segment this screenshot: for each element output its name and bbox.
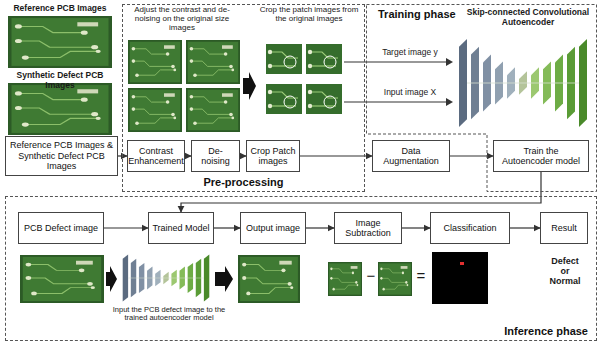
defect-pcb-image [8, 83, 112, 135]
patch-image [266, 44, 302, 74]
process-box: Classification [430, 212, 510, 244]
arrow-label: Target image y [372, 48, 448, 58]
box-label: Contrast Enhancement [128, 146, 184, 167]
process-box: Crop Patch images [246, 140, 300, 172]
data-arrow [344, 101, 446, 102]
flow-arrow [306, 227, 334, 228]
box-label: Output image [246, 223, 300, 233]
process-box: De-noising [191, 140, 240, 172]
patch-image [266, 84, 302, 114]
step-note: Adjust the contrast and de-noising on th… [125, 6, 239, 33]
block-arrow [106, 266, 117, 292]
box-label: Crop Patch images [250, 146, 296, 167]
pcb-image [128, 88, 182, 132]
region-title: Training phase [378, 8, 456, 20]
box-label: Data Augmentation [376, 146, 446, 167]
operator-symbol: − [363, 268, 379, 285]
model-caption: Skip-connected Convolutional Autoencoder [462, 8, 594, 27]
pcb-patch [378, 262, 412, 296]
phase-region: Inference phase PCB Defect image Trained M… [5, 196, 597, 341]
process-box: Result [540, 212, 588, 244]
region-title: Pre-processing [123, 176, 364, 188]
output-pcb-image [238, 255, 300, 303]
arrow-label: Input image X [372, 88, 448, 98]
data-arrow [344, 61, 446, 62]
image-caption: Synthetic Defect PCB Images [6, 71, 114, 90]
region-title: Inference phase [504, 325, 588, 337]
pcb-image [186, 88, 240, 132]
reference-pcb-image [8, 16, 112, 68]
phase-region: Pre-processing Contrast Enhancement De-noi… [122, 4, 365, 192]
box-label: Reference PCB Images & Synthetic Defect … [9, 140, 114, 171]
defect-pcb-image [20, 255, 104, 303]
process-box: Trained Model [148, 212, 214, 244]
box-label: Image Subtraction [338, 218, 398, 239]
process-box: PCB Defect image [18, 212, 104, 244]
box-label: De-noising [195, 146, 236, 167]
region-outline-path [367, 5, 597, 192]
box-label: Trained Model [152, 223, 209, 233]
arrow-head [446, 58, 453, 66]
autoencoder-figure [459, 39, 587, 127]
step-note: Crop the patch images from the original … [256, 6, 362, 24]
box-label: Result [551, 223, 577, 233]
flow-arrow [300, 155, 372, 156]
pcb-image [128, 40, 182, 84]
flow-arrow [510, 227, 540, 228]
flow-arrow [104, 227, 148, 228]
flow-arrow [214, 227, 240, 228]
box-label: Classification [443, 223, 496, 233]
figure-caption: Input the PCB defect image to the traine… [108, 306, 230, 323]
patch-image [306, 84, 342, 114]
block-arrow [243, 72, 256, 100]
patch-image [306, 44, 342, 74]
operator-symbol: = [412, 268, 430, 285]
process-box: Contrast Enhancement [127, 140, 185, 172]
result-label: Defect or Normal [546, 256, 584, 286]
box-label: PCB Defect image [24, 223, 98, 233]
arrow-head [446, 98, 453, 106]
autoencoder-figure [123, 255, 210, 302]
process-box: Image Subtraction [334, 212, 402, 244]
process-box: Reference PCB Images & Synthetic Defect … [5, 136, 118, 176]
pcb-patch [328, 262, 362, 296]
image-caption: Reference PCB Images [6, 4, 114, 14]
defect-spot [460, 262, 464, 265]
process-box: Output image [240, 212, 306, 244]
flow-arrow [402, 227, 430, 228]
pcb-image [186, 40, 240, 84]
block-arrow [215, 266, 233, 292]
process-box: Train the Autoencoder model [493, 140, 589, 172]
phase-region: Training phaseTrain the Autoencoder mode… [366, 4, 597, 192]
difference-image [432, 252, 488, 304]
process-box: Data Augmentation [372, 140, 450, 172]
box-label: Train the Autoencoder model [497, 146, 585, 167]
